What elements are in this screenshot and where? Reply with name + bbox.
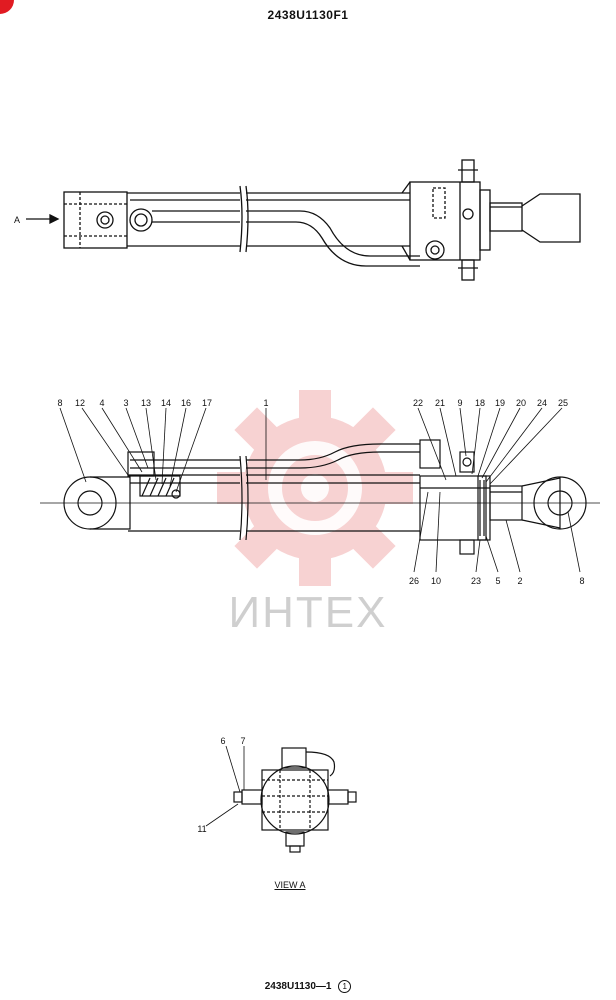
- callout-10: 10: [431, 576, 441, 586]
- sheet-number: 2438U1130—1: [264, 981, 332, 992]
- callout-25: 25: [558, 398, 568, 408]
- callout-19: 19: [495, 398, 505, 408]
- watermark-text: ИНТЕХ: [228, 588, 388, 637]
- arrow-label: A: [14, 215, 20, 225]
- corner-mark: [0, 0, 14, 14]
- callout-21: 21: [435, 398, 445, 408]
- callout-18: 18: [475, 398, 485, 408]
- callout-8-right: 8: [579, 576, 584, 586]
- revision-mark: 1: [338, 980, 352, 993]
- drawing-number: 2438U1130F1: [267, 8, 349, 22]
- callout-5: 5: [495, 576, 500, 586]
- callout-3: 3: [123, 398, 128, 408]
- callout-6: 6: [220, 736, 225, 746]
- callout-8-left: 8: [57, 398, 62, 408]
- callout-22: 22: [413, 398, 423, 408]
- callout-12: 12: [75, 398, 85, 408]
- callout-9: 9: [457, 398, 462, 408]
- callout-14: 14: [161, 398, 171, 408]
- callout-17: 17: [202, 398, 212, 408]
- callout-11: 11: [197, 824, 206, 834]
- callout-7: 7: [240, 736, 245, 746]
- callout-4: 4: [99, 398, 104, 408]
- callout-24: 24: [537, 398, 547, 408]
- callout-23: 23: [471, 576, 481, 586]
- view-a-title: VIEW A: [274, 880, 306, 890]
- callout-16: 16: [181, 398, 191, 408]
- sheet-reference: 2438U1130—1 1: [0, 980, 616, 993]
- callout-20: 20: [516, 398, 526, 408]
- callout-2: 2: [517, 576, 522, 586]
- callout-13: 13: [141, 398, 151, 408]
- callout-26: 26: [409, 576, 419, 586]
- callout-1: 1: [263, 398, 268, 408]
